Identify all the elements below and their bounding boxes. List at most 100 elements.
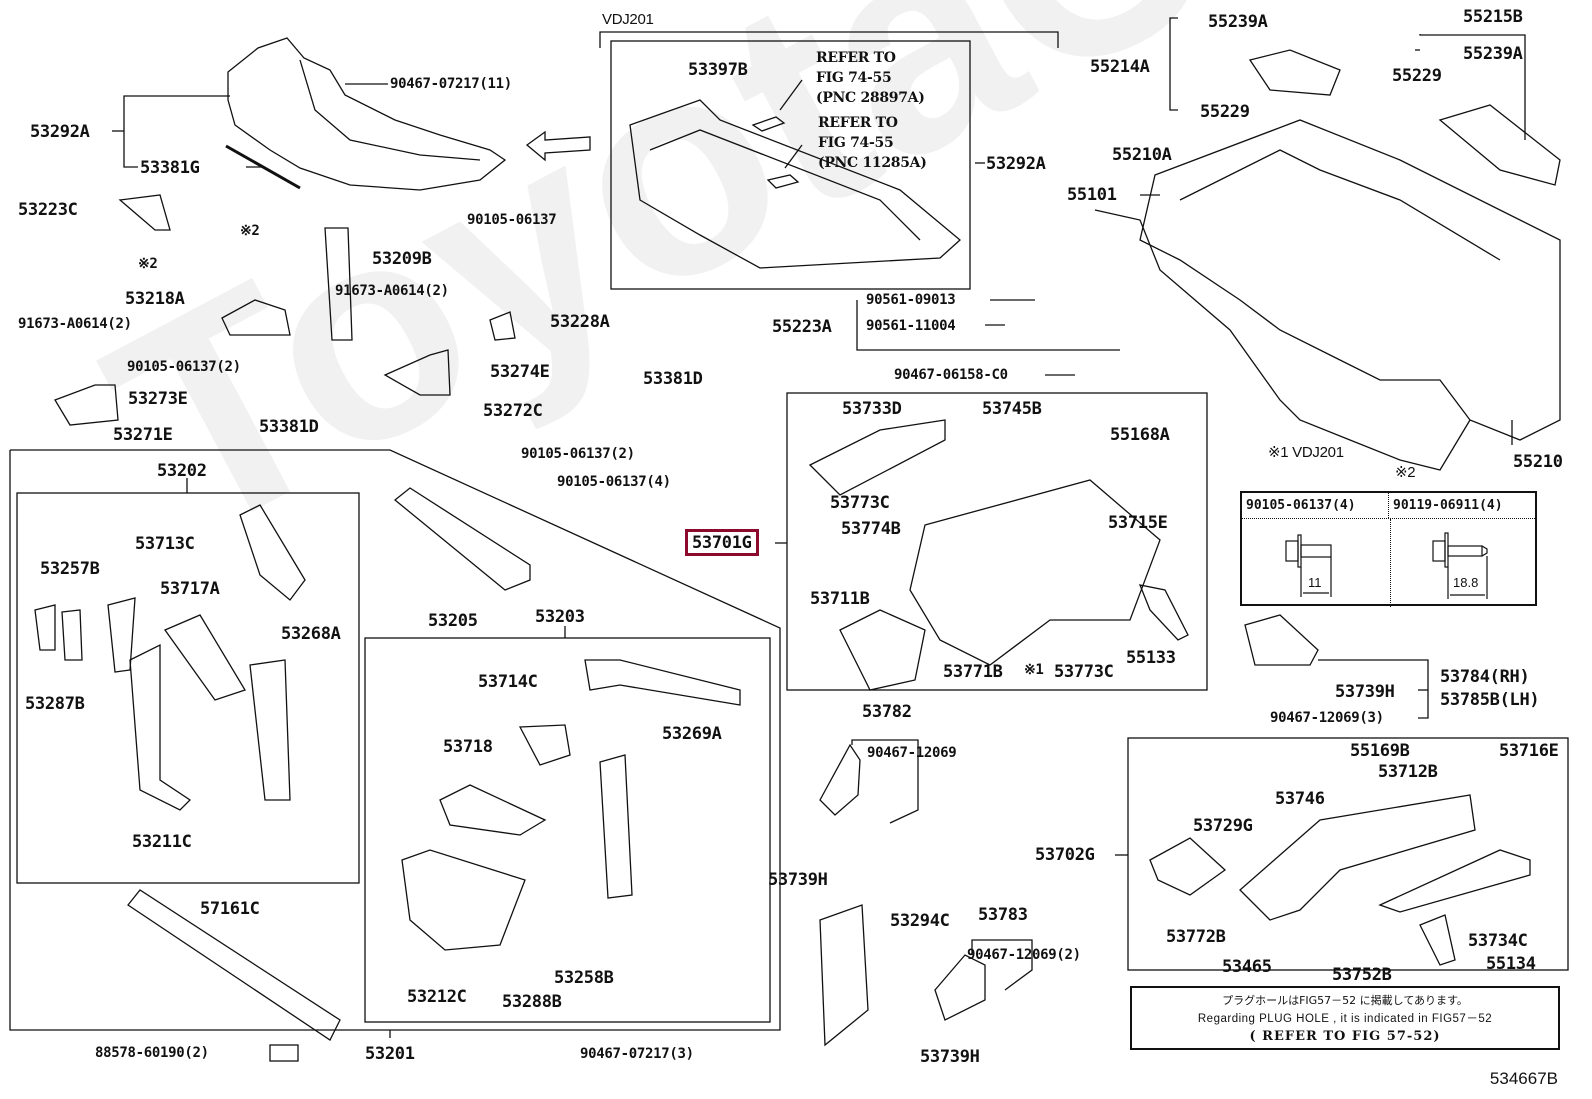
- part-label[interactable]: 53218A: [125, 289, 185, 309]
- part-label[interactable]: 53268A: [281, 624, 341, 644]
- part-label[interactable]: 91673-A0614(2): [18, 316, 132, 332]
- part-label[interactable]: 53716E: [1499, 741, 1559, 761]
- part-label[interactable]: 53783: [978, 905, 1028, 925]
- part-label[interactable]: 53771B: [943, 662, 1003, 682]
- part-label[interactable]: 53773C: [1054, 662, 1114, 682]
- part-label[interactable]: 53202: [157, 461, 207, 481]
- part-label[interactable]: 55214A: [1090, 57, 1150, 77]
- assembly-53203-box: [364, 637, 771, 1023]
- part-label[interactable]: 53257B: [40, 559, 100, 579]
- part-label[interactable]: 53717A: [160, 579, 220, 599]
- part-label[interactable]: 55133: [1126, 648, 1176, 668]
- part-label[interactable]: 53287B: [25, 694, 85, 714]
- part-label[interactable]: 90561-11004: [866, 318, 956, 334]
- part-label[interactable]: 90105-06137(4): [557, 474, 671, 490]
- part-label[interactable]: 53772B: [1166, 927, 1226, 947]
- plug-hole-note: プラグホールはFIG57－52 に掲載してあります。 Regarding PLU…: [1130, 986, 1560, 1050]
- part-label[interactable]: 55215B: [1463, 7, 1523, 27]
- part-label[interactable]: 53773C: [830, 493, 890, 513]
- part-label[interactable]: 53381D: [643, 369, 703, 389]
- part-label[interactable]: 55210A: [1112, 145, 1172, 165]
- part-label[interactable]: 53718: [443, 737, 493, 757]
- part-label[interactable]: 53733D: [842, 399, 902, 419]
- part-label[interactable]: 53745B: [982, 399, 1042, 419]
- part-label[interactable]: 53752B: [1332, 965, 1392, 985]
- part-label[interactable]: 55134: [1486, 954, 1536, 974]
- part-label[interactable]: 53782: [862, 702, 912, 722]
- part-label[interactable]: 53739H: [1335, 682, 1395, 702]
- part-label[interactable]: 55229: [1200, 102, 1250, 122]
- part-label[interactable]: 53274E: [490, 362, 550, 382]
- rocker-57161C-drawing: [127, 889, 341, 1041]
- part-label[interactable]: 53739H: [920, 1047, 980, 1067]
- part-label[interactable]: 90561-09013: [866, 292, 956, 308]
- part-label[interactable]: 53203: [535, 607, 585, 627]
- part-label[interactable]: 55223A: [772, 317, 832, 337]
- part-label[interactable]: 53288B: [502, 992, 562, 1012]
- part-label[interactable]: 53739H: [768, 870, 828, 890]
- part-label[interactable]: 90467-07217(3): [580, 1046, 694, 1062]
- part-label[interactable]: 53201: [365, 1044, 415, 1064]
- part-label[interactable]: 53228A: [550, 312, 610, 332]
- part-label[interactable]: 55239A: [1463, 44, 1523, 64]
- part-label[interactable]: 90467-06158-C0: [894, 367, 1008, 383]
- part-label[interactable]: 57161C: [200, 899, 260, 919]
- part-label[interactable]: 90467-07217(11): [390, 76, 512, 92]
- part-label[interactable]: 91673-A0614(2): [335, 283, 449, 299]
- part-label[interactable]: 53397B: [688, 60, 748, 80]
- part-label[interactable]: 53272C: [483, 401, 543, 421]
- part-label[interactable]: 53715E: [1108, 513, 1168, 533]
- part-label[interactable]: 55229: [1392, 66, 1442, 86]
- part-label[interactable]: 90467-12069(2): [967, 947, 1081, 963]
- part-label[interactable]: 90105-06137(2): [521, 446, 635, 462]
- part-label[interactable]: 90467-12069: [867, 745, 957, 761]
- part-label[interactable]: 53294C: [890, 911, 950, 931]
- part-label[interactable]: 53292A: [30, 122, 90, 142]
- part-label[interactable]: 53271E: [113, 425, 173, 445]
- variant-label-vdj201: VDJ201: [602, 11, 654, 28]
- part-label[interactable]: 90105-06137(2): [127, 359, 241, 375]
- part-label[interactable]: 53702G: [1035, 845, 1095, 865]
- direction-arrow: [525, 130, 591, 162]
- part-label[interactable]: 53292A: [986, 154, 1046, 174]
- part-label[interactable]: 53209B: [372, 249, 432, 269]
- part-label[interactable]: 53774B: [841, 519, 901, 539]
- part-label[interactable]: 53258B: [554, 968, 614, 988]
- part-label[interactable]: 53734C: [1468, 931, 1528, 951]
- bolt-part-1[interactable]: 90105-06137(4): [1242, 493, 1389, 518]
- legend-note-1: ※1 VDJ201: [1268, 444, 1344, 461]
- part-label[interactable]: 53205: [428, 611, 478, 631]
- part-label[interactable]: 53714C: [478, 672, 538, 692]
- note-en: Regarding PLUG HOLE , it is indicated in…: [1197, 1013, 1493, 1025]
- part-label[interactable]: 53223C: [18, 200, 78, 220]
- part-label[interactable]: 55169B: [1350, 741, 1410, 761]
- bolt-cell-1: 11: [1242, 519, 1391, 607]
- part-label[interactable]: 53711B: [810, 589, 870, 609]
- part-label[interactable]: 53269A: [662, 724, 722, 744]
- part-label[interactable]: 53381D: [259, 417, 319, 437]
- part-label[interactable]: 55239A: [1208, 12, 1268, 32]
- figure-id: 534667B: [1489, 1069, 1558, 1088]
- part-label[interactable]: 55168A: [1110, 425, 1170, 445]
- part-label[interactable]: 53712B: [1378, 762, 1438, 782]
- part-label[interactable]: 53784(RH): [1440, 667, 1530, 687]
- bolt-part-2[interactable]: 90119-06911(4): [1393, 498, 1503, 513]
- note-refer[interactable]: ( REFER TO FIG 57-52): [1249, 1029, 1441, 1044]
- part-label[interactable]: 90467-12069(3): [1270, 710, 1384, 726]
- highlighted-part-53701G[interactable]: 53701G: [685, 529, 759, 556]
- part-label[interactable]: 53729G: [1193, 816, 1253, 836]
- part-label[interactable]: 55210: [1513, 452, 1563, 472]
- part-label[interactable]: 90105-06137: [467, 212, 557, 228]
- part-label[interactable]: 53746: [1275, 789, 1325, 809]
- part-label[interactable]: 53701G: [692, 533, 752, 553]
- part-label[interactable]: 53713C: [135, 534, 195, 554]
- part-label[interactable]: 53465: [1222, 957, 1272, 977]
- part-label[interactable]: 53211C: [132, 832, 192, 852]
- part-label[interactable]: 88578-60190(2): [95, 1045, 209, 1061]
- part-label[interactable]: 53785B(LH): [1440, 690, 1540, 710]
- part-label[interactable]: 53273E: [128, 389, 188, 409]
- assembly-53202-box: [16, 492, 360, 884]
- part-label[interactable]: 53381G: [140, 158, 200, 178]
- part-label[interactable]: 55101: [1067, 185, 1117, 205]
- part-label[interactable]: 53212C: [407, 987, 467, 1007]
